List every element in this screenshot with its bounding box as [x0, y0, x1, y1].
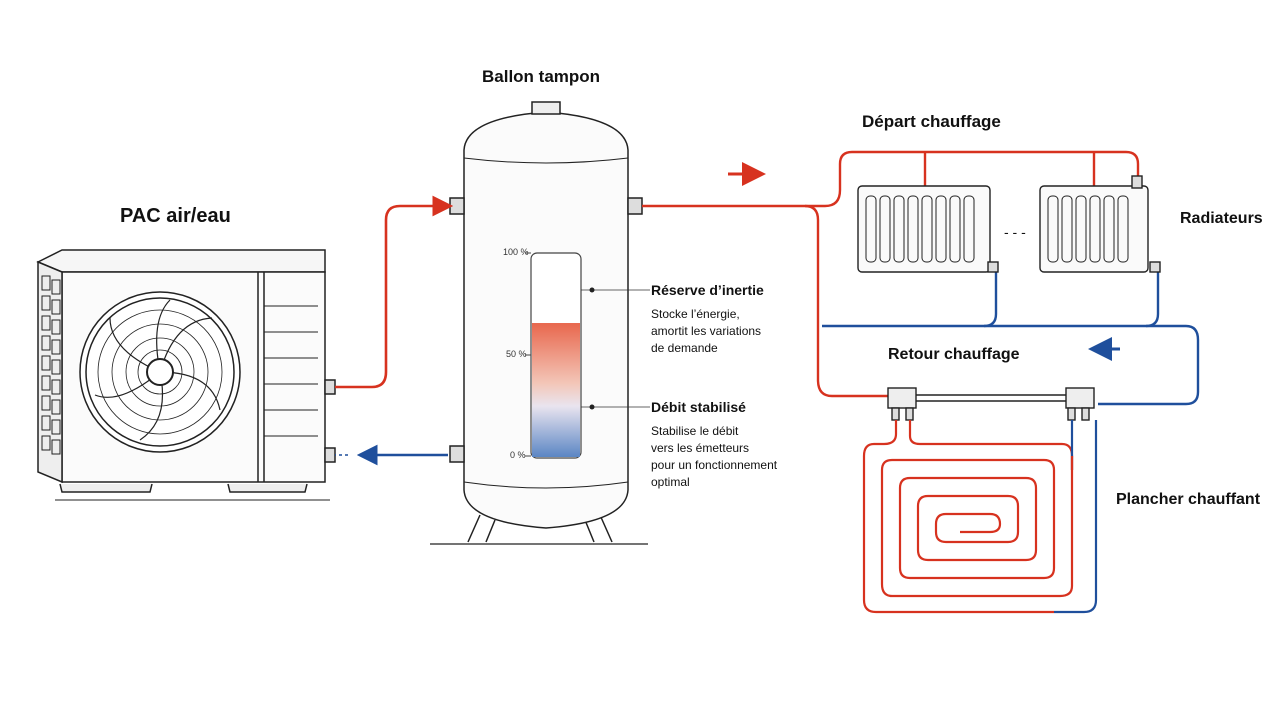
stabilized-flow-text: Stabilise le débit vers les émetteurs po…: [651, 423, 811, 491]
supply-network: [642, 150, 1140, 398]
return-network: [822, 270, 1200, 406]
gauge-fill: [532, 323, 580, 457]
buffer-tank-label: Ballon tampon: [482, 67, 601, 86]
return-heating-label: Retour chauffage: [888, 346, 1020, 363]
note-line: optimal: [651, 475, 690, 489]
stabilized-flow-title: Débit stabilisé: [651, 399, 746, 415]
radiators-ellipsis: - - -: [1004, 224, 1026, 240]
note-line: Stocke l’énergie,: [651, 307, 740, 321]
inertia-reserve-text: Stocke l’énergie, amortit les variations…: [651, 306, 801, 357]
heat-pump-label: PAC air/eau: [120, 205, 231, 227]
stabilized-flow-note: Débit stabilisé Stabilise le débit vers …: [651, 399, 811, 491]
inertia-reserve-note: Réserve d’inertie Stocke l’énergie, amor…: [651, 282, 801, 357]
note-line: vers les émetteurs: [651, 441, 750, 455]
floor-heating-label: Plancher chauffant: [1116, 491, 1261, 508]
fill-level-gauge: [525, 252, 650, 459]
gauge-tick-100: 100 %: [503, 247, 529, 257]
note-line: Stabilise le débit: [651, 424, 739, 438]
gauge-tick-50: 50 %: [506, 349, 527, 359]
note-line: pour un fonctionnement: [651, 458, 778, 472]
gauge-tick-0: 0 %: [510, 450, 526, 460]
note-line: de demande: [651, 341, 718, 355]
inertia-reserve-title: Réserve d’inertie: [651, 282, 764, 298]
supply-pipe-pac-to-tank: [335, 195, 454, 389]
note-line: amortit les variations: [651, 324, 762, 338]
heat-pump-unit: [36, 249, 336, 501]
radiator-2: [1039, 175, 1161, 273]
supply-heating-label: Départ chauffage: [862, 112, 1001, 131]
radiator-1: [857, 185, 999, 273]
radiators-label: Radiateurs: [1180, 210, 1263, 227]
floor-heating-manifold: [887, 387, 1095, 421]
floor-heating-coil: [862, 420, 1098, 614]
